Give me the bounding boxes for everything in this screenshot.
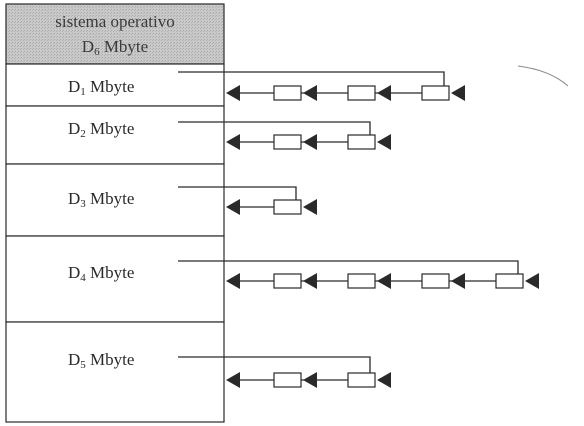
partition-block-d2 <box>5 105 225 165</box>
queue-arrow-d1-2 <box>377 85 391 101</box>
partition-block-d4 <box>5 235 225 323</box>
partition-label-d1: D1 Mbyte <box>68 77 134 98</box>
partition-label-d3: D3 Mbyte <box>68 189 134 210</box>
partition-block-d5 <box>5 321 225 423</box>
queue-job-box-d2-2 <box>347 134 376 150</box>
queue-arrow-d5-1 <box>303 372 317 388</box>
queue-job-box-d4-2 <box>347 273 376 289</box>
queue-arrow-d4-3 <box>451 273 465 289</box>
queue-arrow-d2-1 <box>303 134 317 150</box>
partition-label-d4: D4 Mbyte <box>68 263 134 284</box>
queue-arrow-d1-3 <box>451 85 465 101</box>
queue-arrow-d1-head <box>226 85 240 101</box>
queue-arrow-d3-head <box>226 199 240 215</box>
queue-arrow-d1-1 <box>303 85 317 101</box>
queue-arrow-d4-2 <box>377 273 391 289</box>
partition-label-d5: D5 Mbyte <box>68 350 134 371</box>
queue-job-box-d4-4 <box>495 273 524 289</box>
queue-line-d1 <box>178 71 445 94</box>
partition-block-d1 <box>5 63 225 107</box>
queue-arrow-d4-head <box>226 273 240 289</box>
queue-arrow-d3-1 <box>303 199 317 215</box>
queue-line-d3 <box>178 186 297 208</box>
margin-curve-mark <box>517 65 569 87</box>
os-size: D6 Mbyte <box>82 37 148 58</box>
queue-job-box-d5-2 <box>347 372 376 388</box>
queue-arrow-d4-1 <box>303 273 317 289</box>
queue-job-box-d4-1 <box>273 273 302 289</box>
queue-arrow-d5-2 <box>377 372 391 388</box>
os-label: sistema operativo <box>55 12 174 31</box>
job-queues <box>178 71 539 388</box>
queue-job-box-d3-1 <box>273 199 302 215</box>
partition-block-d3 <box>5 163 225 237</box>
queue-arrow-d5-head <box>226 372 240 388</box>
queue-job-box-d2-1 <box>273 134 302 150</box>
queue-arrow-d2-head <box>226 134 240 150</box>
partition-label-d2: D2 Mbyte <box>68 119 134 140</box>
queue-job-box-d4-3 <box>421 273 450 289</box>
queue-arrow-d2-2 <box>377 134 391 150</box>
queue-job-box-d1-3 <box>421 85 450 101</box>
queue-job-box-d5-1 <box>273 372 302 388</box>
queue-job-box-d1-2 <box>347 85 376 101</box>
queue-arrow-d4-4 <box>525 273 539 289</box>
queue-job-box-d1-1 <box>273 85 302 101</box>
os-block <box>5 3 225 65</box>
